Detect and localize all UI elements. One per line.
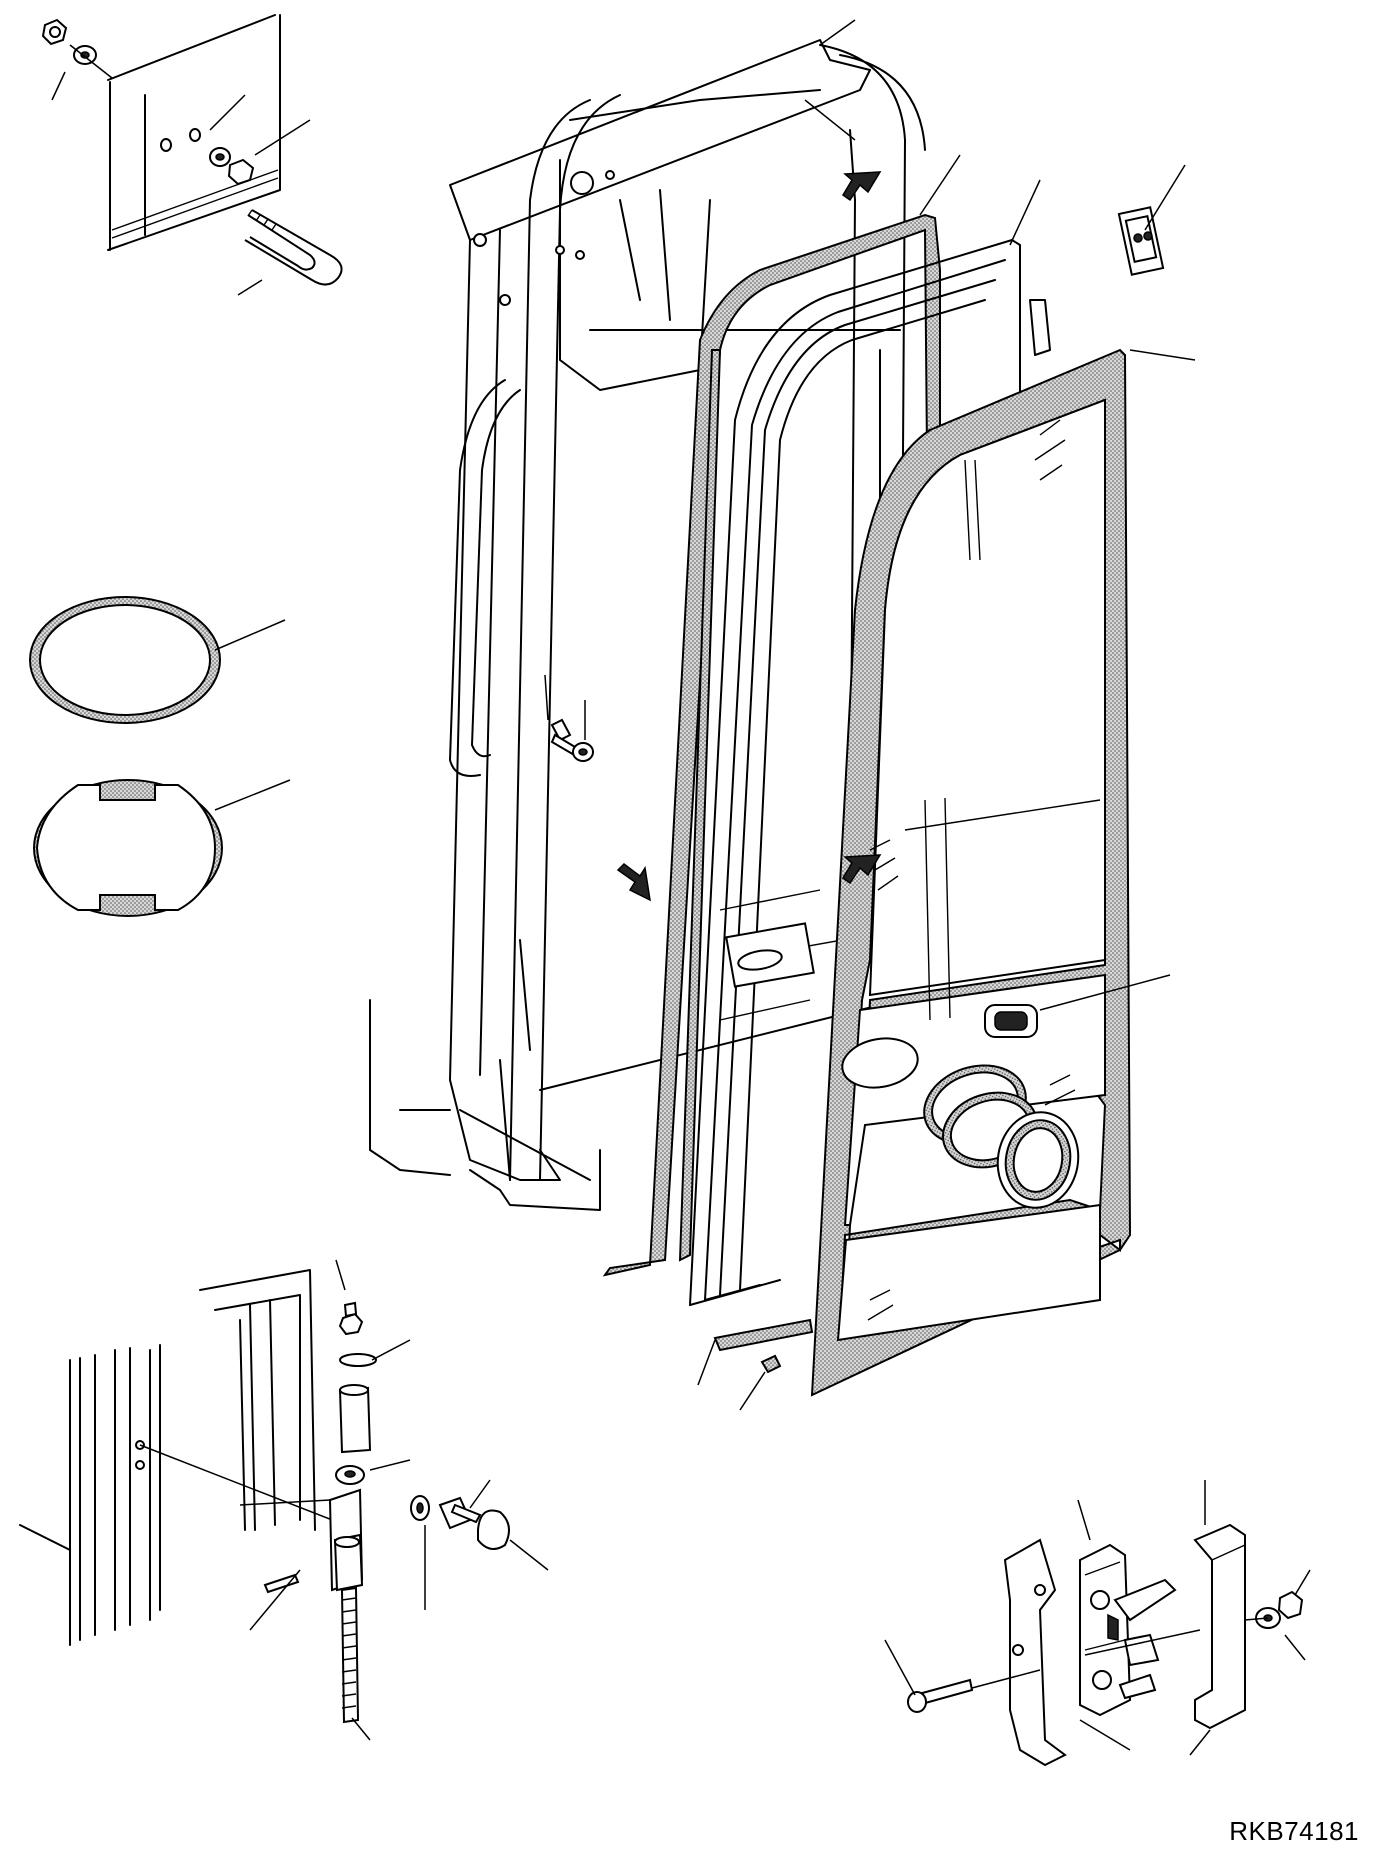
- direction-arrows: [616, 171, 882, 902]
- seal-ring-round: [29, 596, 221, 724]
- cab-frame: [369, 39, 926, 1211]
- washer-bracket: [209, 147, 231, 167]
- hinge-washer: [410, 1495, 430, 1521]
- pull-handle: [984, 1004, 1038, 1038]
- striker-plate-top-right: [1117, 206, 1165, 276]
- grease-nipple: [338, 1301, 364, 1336]
- drawing-reference-code: RKB74181: [1229, 1816, 1359, 1846]
- spacer-washer: [335, 1465, 365, 1485]
- door-bolt-and-washer: [544, 674, 594, 762]
- hinge-bolt: [438, 1496, 482, 1530]
- nut-bracket: [227, 158, 255, 186]
- lock-seal-rings: [923, 1064, 1080, 1209]
- latch-striker-bracket: [1003, 1538, 1067, 1767]
- threaded-hinge-pin: [340, 1586, 360, 1724]
- latch-cover: [1193, 1523, 1246, 1730]
- latch-nut: [1277, 1590, 1304, 1620]
- washer-top-left: [73, 45, 97, 65]
- rotary-latch: [1079, 1543, 1177, 1717]
- seal-strip-bottom: [713, 1318, 814, 1374]
- u-bolt-bracket-detail: [41, 14, 343, 296]
- hinge-roll-pin: [263, 1573, 300, 1594]
- door-inner-frame: [689, 239, 1051, 1306]
- leader-lines: [214, 19, 1196, 1411]
- nut-top-left: [41, 18, 68, 46]
- door-latch-detail: [884, 1480, 1311, 1767]
- hinge-detail: [19, 1259, 549, 1741]
- hinge-cap-nut: [477, 1509, 510, 1550]
- latch-bolt: [907, 1678, 974, 1713]
- seal-ring-keyed: [33, 779, 223, 917]
- door-panel: [810, 348, 1132, 1397]
- u-bolt: [244, 209, 343, 286]
